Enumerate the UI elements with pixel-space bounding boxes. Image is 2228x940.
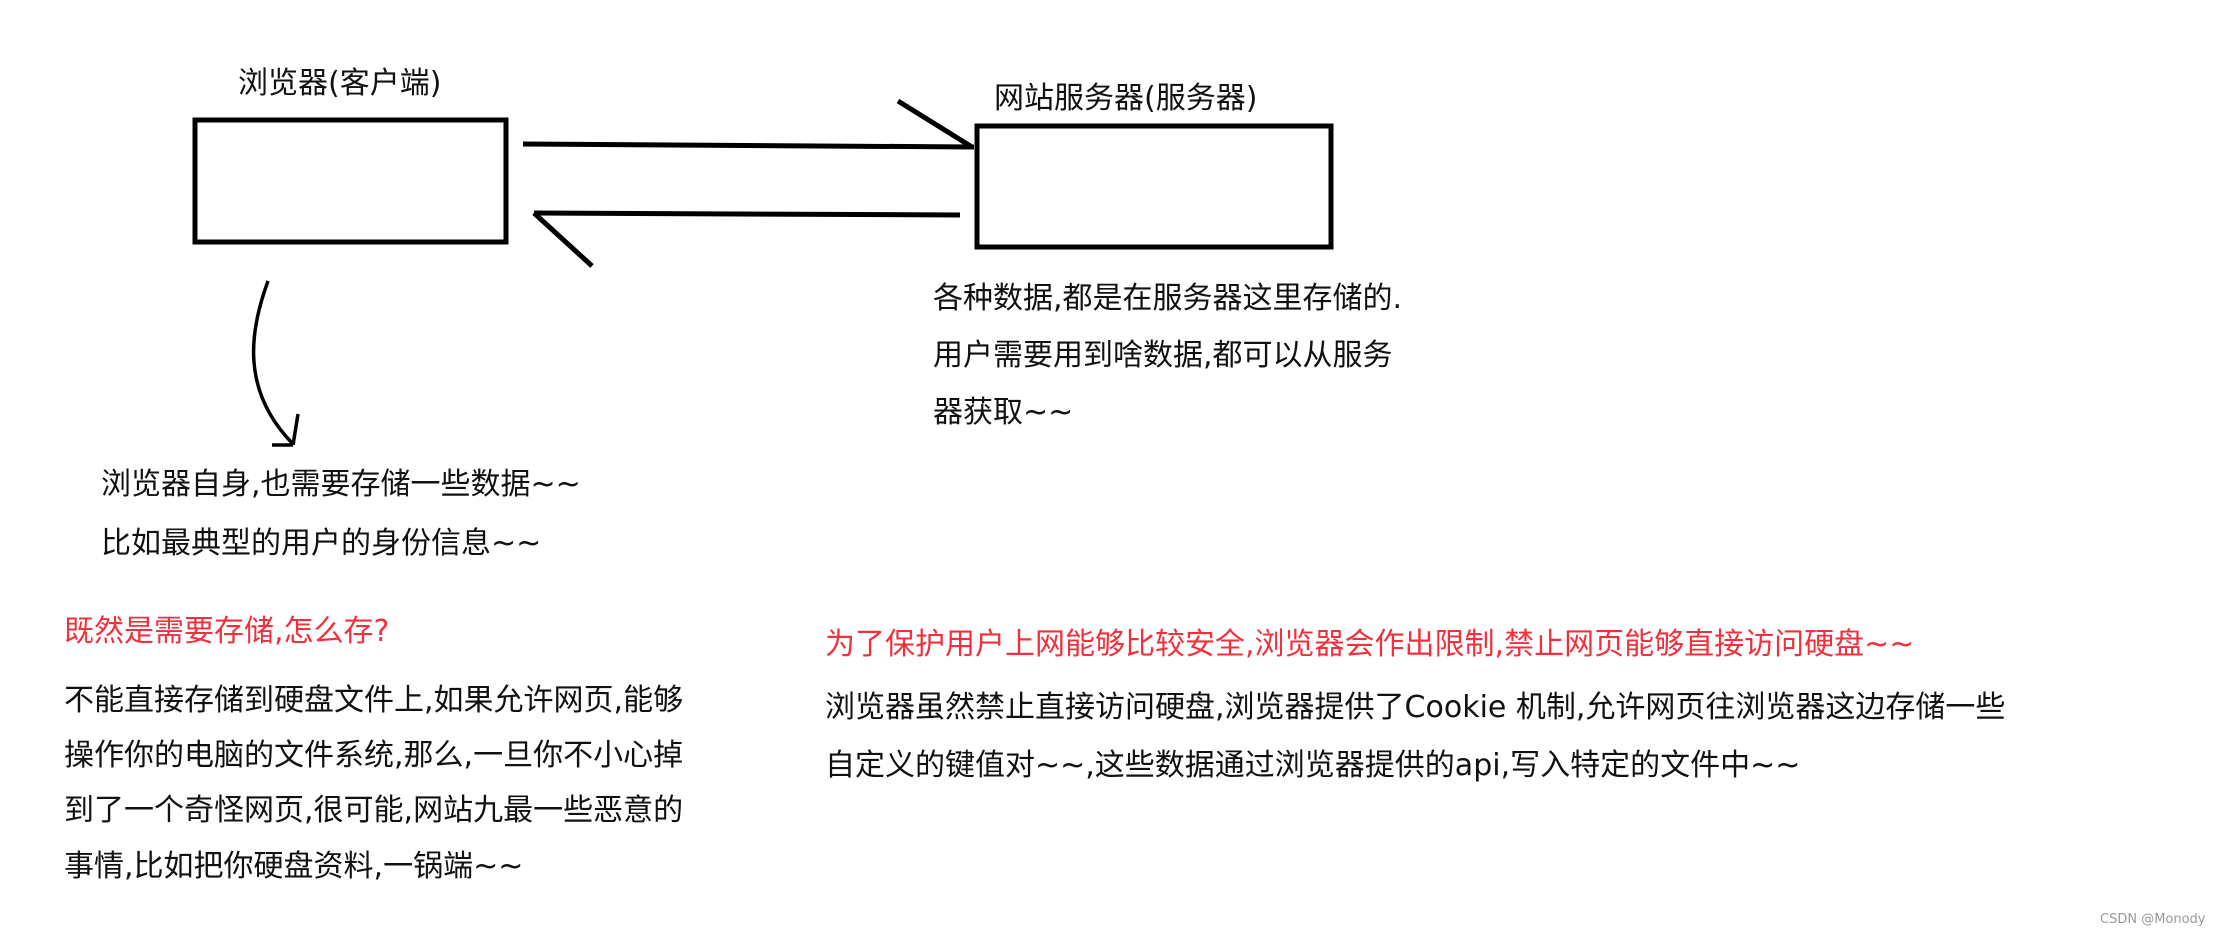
left-body-line: 不能直接存储到硬盘文件上,如果允许网页,能够 [64, 683, 684, 718]
server-box [974, 123, 1334, 250]
watermark: CSDN @Monody [2100, 912, 2206, 927]
storage-question: 既然是需要存储,怎么存? [64, 614, 390, 649]
server-note-line: 器获取~~ [933, 395, 1074, 430]
server-note-line: 用户需要用到啥数据,都可以从服务 [933, 338, 1393, 373]
response-arrow [532, 210, 961, 268]
server-label: 网站服务器(服务器) [994, 81, 1258, 116]
left-body-line: 操作你的电脑的文件系统,那么,一旦你不小心掉 [64, 738, 684, 773]
client-box [192, 117, 509, 245]
client-label: 浏览器(客户端) [238, 66, 442, 101]
left-body-line: 事情,比如把你硬盘资料,一锅端~~ [64, 849, 524, 884]
client-note-line: 比如最典型的用户的身份信息~~ [101, 526, 542, 561]
server-note-line: 各种数据,都是在服务器这里存储的. [933, 281, 1403, 316]
storage-arrow [251, 280, 300, 447]
right-body-line: 浏览器虽然禁止直接访问硬盘,浏览器提供了Cookie 机制,允许网页往浏览器这边… [825, 690, 2006, 725]
left-body-line: 到了一个奇怪网页,很可能,网站九最一些恶意的 [64, 793, 684, 828]
client-note-line: 浏览器自身,也需要存储一些数据~~ [101, 467, 581, 502]
right-body-line: 自定义的键值对~~,这些数据通过浏览器提供的api,写入特定的文件中~~ [825, 748, 1801, 783]
request-arrow [522, 98, 975, 150]
security-heading: 为了保护用户上网能够比较安全,浏览器会作出限制,禁止网页能够直接访问硬盘~~ [825, 627, 1915, 662]
